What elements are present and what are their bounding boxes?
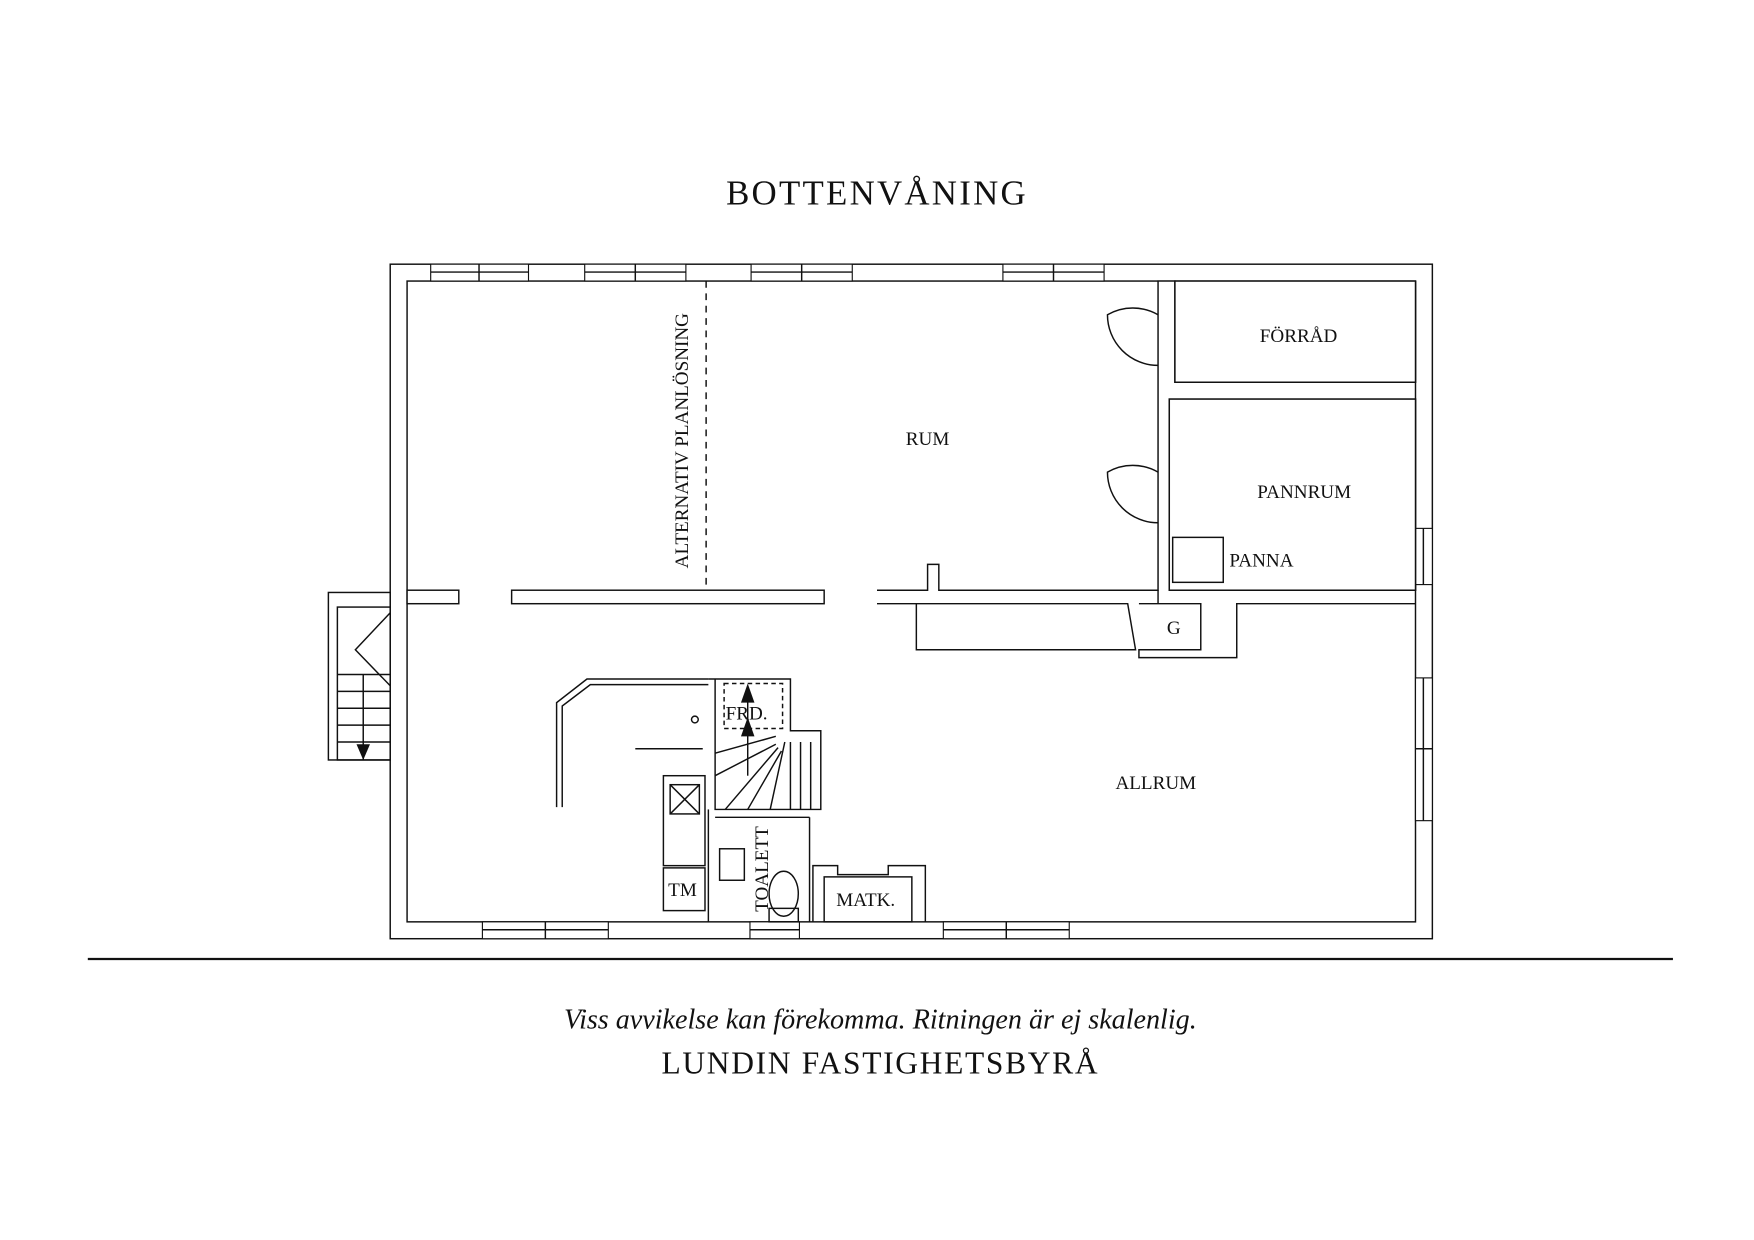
label-allrum: ALLRUM [1115,773,1196,794]
label-frd: FRD. [726,703,768,724]
disclaimer: Viss avvikelse kan förekomma. Ritningen … [564,1005,1197,1036]
label-g: G [1167,618,1181,639]
label-matk: MATK. [836,890,895,911]
label-rum: RUM [906,429,950,450]
label-pannrum: PANNRUM [1257,482,1351,503]
windows [430,263,1433,940]
label-alt-plan: ALTERNATIV PLANLÖSNING [672,313,693,569]
entrance-stairs [327,591,391,761]
room-labels: ALTERNATIV PLANLÖSNING RUM FÖRRÅD PANNRU… [668,313,1351,912]
label-forrad: FÖRRÅD [1260,326,1338,347]
company-name: LUNDIN FASTIGHETSBYRÅ [661,1046,1099,1081]
arrow-up-icon [740,683,755,703]
interior-walls [406,280,1417,659]
kitchen [555,678,709,912]
inner-stairs [707,678,927,923]
label-toalett: TOALETT [752,826,773,912]
page-title: BOTTENVÅNING [726,174,1028,213]
arrow-down-icon [356,744,370,760]
label-tm: TM [668,880,697,901]
arrow-up-icon [740,717,755,737]
label-panna: PANNA [1229,551,1293,572]
